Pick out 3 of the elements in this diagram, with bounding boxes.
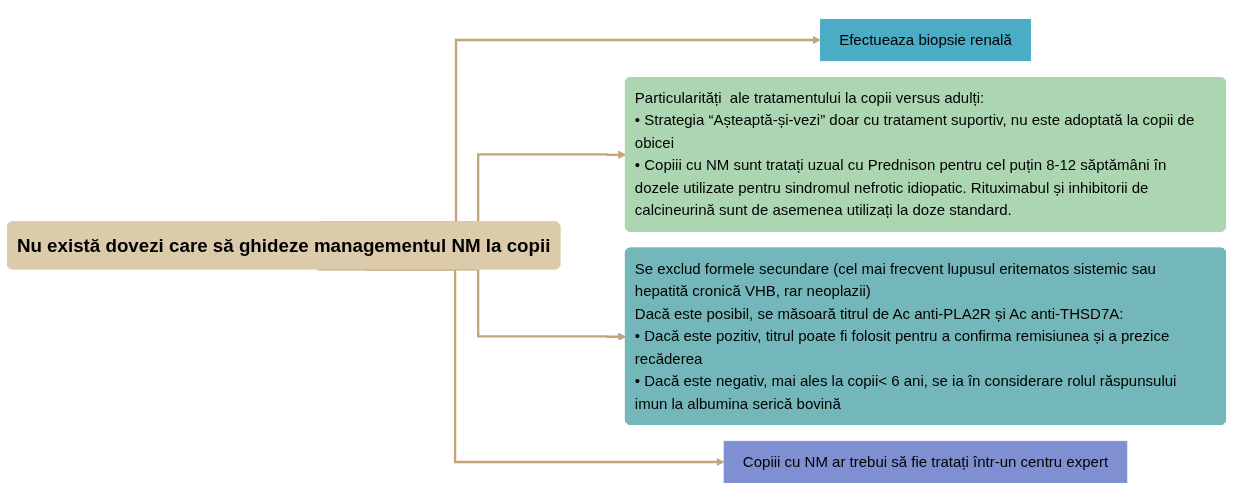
node-box: Copiii cu NM ar trebui să fie tratați într-un centru expert	[723, 440, 1128, 484]
node-box: Efectueaza biopsie renală	[819, 18, 1031, 62]
arrow	[317, 268, 725, 467]
